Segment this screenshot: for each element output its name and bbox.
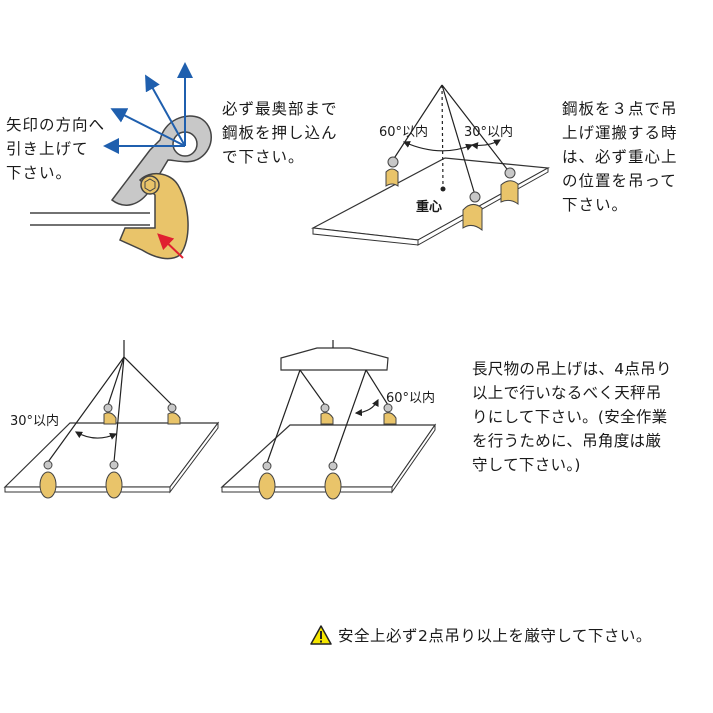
three-point-lift-figure bbox=[311, 84, 550, 246]
push-in-instruction: 必ず最奥部まで 鋼板を押し込ん で下さい。 bbox=[222, 100, 338, 166]
warning-text: 安全上必ず2点吊り以上を厳守して下さい。 bbox=[338, 627, 652, 645]
angle-label-60: 60°以内 bbox=[379, 125, 429, 140]
clamp-detail-figure bbox=[30, 62, 212, 260]
beam-lift-figure bbox=[220, 340, 437, 500]
warning-triangle-icon bbox=[310, 625, 332, 645]
angle-label-30-four-point: 30°以内 bbox=[10, 414, 60, 429]
center-of-gravity-label: 重心 bbox=[416, 200, 443, 215]
long-object-instruction: 長尺物の吊上げは、4点吊り 以上で行いなるべく天秤吊 りにして下さい。(安全作業… bbox=[472, 360, 672, 474]
four-point-lift-figure bbox=[3, 340, 220, 499]
safety-warning: 安全上必ず2点吊り以上を厳守して下さい。 bbox=[310, 624, 652, 646]
angle-label-30: 30°以内 bbox=[464, 125, 514, 140]
three-point-instruction: 鋼板を３点で吊 上げ運搬する時 は、必ず重心上 の位置を吊って 下さい。 bbox=[562, 100, 678, 214]
angle-label-60-beam: 60°以内 bbox=[386, 391, 436, 406]
pull-direction-instruction: 矢印の方向へ 引き上げて 下さい。 bbox=[6, 116, 106, 182]
